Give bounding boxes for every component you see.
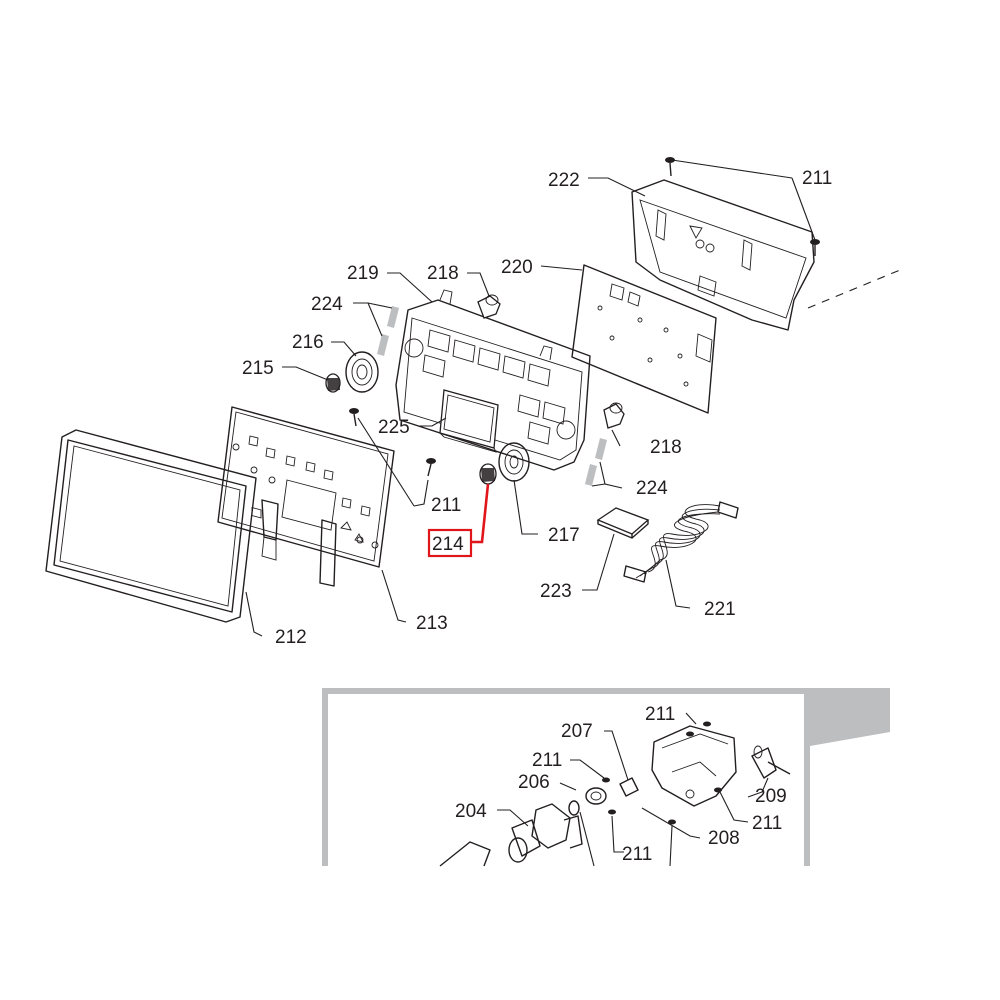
callout-223[interactable]: 223 xyxy=(540,581,572,602)
part-218-right-button[interactable] xyxy=(603,402,625,429)
part-220-control-board[interactable] xyxy=(571,264,717,414)
callout-211-mid[interactable]: 211 xyxy=(431,495,461,516)
callout-213[interactable]: 213 xyxy=(416,613,448,634)
part-224-strips-right[interactable] xyxy=(585,438,607,486)
callout-218-right[interactable]: 218 xyxy=(650,437,682,458)
callout-214[interactable]: 214 xyxy=(432,534,464,555)
part-221-wire-harness[interactable] xyxy=(623,501,739,583)
inset-frame xyxy=(322,688,890,866)
inset-screws[interactable] xyxy=(602,721,722,825)
callout-211-inset-right[interactable]: 211 xyxy=(752,813,782,834)
callout-220[interactable]: 220 xyxy=(501,257,533,278)
part-214-knob[interactable] xyxy=(479,463,497,485)
part-218-top-button[interactable] xyxy=(477,294,501,319)
part-215-knob[interactable] xyxy=(325,373,341,393)
part-217-ring[interactable] xyxy=(498,442,530,482)
part-211-screw-top-b[interactable] xyxy=(810,239,820,256)
part-204-valve[interactable] xyxy=(439,803,583,867)
part-213-control-panel[interactable] xyxy=(217,406,395,587)
part-211-screw-top-a[interactable] xyxy=(665,157,675,177)
callout-211-inset-bottom[interactable]: 211 xyxy=(622,844,652,865)
leader-lines xyxy=(245,159,816,637)
part-209-sensor[interactable] xyxy=(751,745,791,779)
part-206-seal[interactable] xyxy=(568,787,607,816)
callout-206[interactable]: 206 xyxy=(518,772,550,793)
callout-217[interactable]: 217 xyxy=(548,525,580,546)
callout-211-inset-left[interactable]: 211 xyxy=(532,750,562,771)
callout-224-right[interactable]: 224 xyxy=(636,478,668,499)
callout-204[interactable]: 204 xyxy=(455,801,487,822)
dashed-reference-line xyxy=(807,269,901,309)
callout-211-top[interactable]: 211 xyxy=(802,168,832,189)
callout-215[interactable]: 215 xyxy=(242,358,274,379)
callout-219[interactable]: 219 xyxy=(347,263,379,284)
callout-212[interactable]: 212 xyxy=(275,627,307,648)
part-216-ring[interactable] xyxy=(345,351,379,393)
highlight-leader-214 xyxy=(472,483,490,544)
part-207-pin[interactable] xyxy=(619,777,639,797)
callout-209[interactable]: 209 xyxy=(755,786,787,807)
part-223-foam-pad[interactable] xyxy=(596,507,650,539)
part-211-screw-left[interactable] xyxy=(349,408,359,427)
callout-224-left[interactable]: 224 xyxy=(311,294,343,315)
callout-222[interactable]: 222 xyxy=(548,170,580,191)
part-212-frame[interactable] xyxy=(45,429,257,623)
inset-leader-lines xyxy=(497,712,769,867)
callout-221[interactable]: 221 xyxy=(704,599,736,620)
part-222-rear-bracket[interactable] xyxy=(631,179,815,331)
callout-208[interactable]: 208 xyxy=(708,828,740,849)
part-224-strips-left[interactable] xyxy=(377,306,399,356)
part-225-display[interactable] xyxy=(439,389,499,453)
callout-225[interactable]: 225 xyxy=(378,417,410,438)
callout-211-inset-top[interactable]: 211 xyxy=(645,704,675,725)
callout-218-top[interactable]: 218 xyxy=(427,263,459,284)
callout-216[interactable]: 216 xyxy=(292,332,324,353)
highlight-box-214 xyxy=(427,528,473,558)
callout-207[interactable]: 207 xyxy=(561,721,593,742)
part-208-housing[interactable] xyxy=(651,725,737,807)
part-211-screw-mid[interactable] xyxy=(426,458,436,477)
part-219-bracket[interactable] xyxy=(395,289,591,471)
